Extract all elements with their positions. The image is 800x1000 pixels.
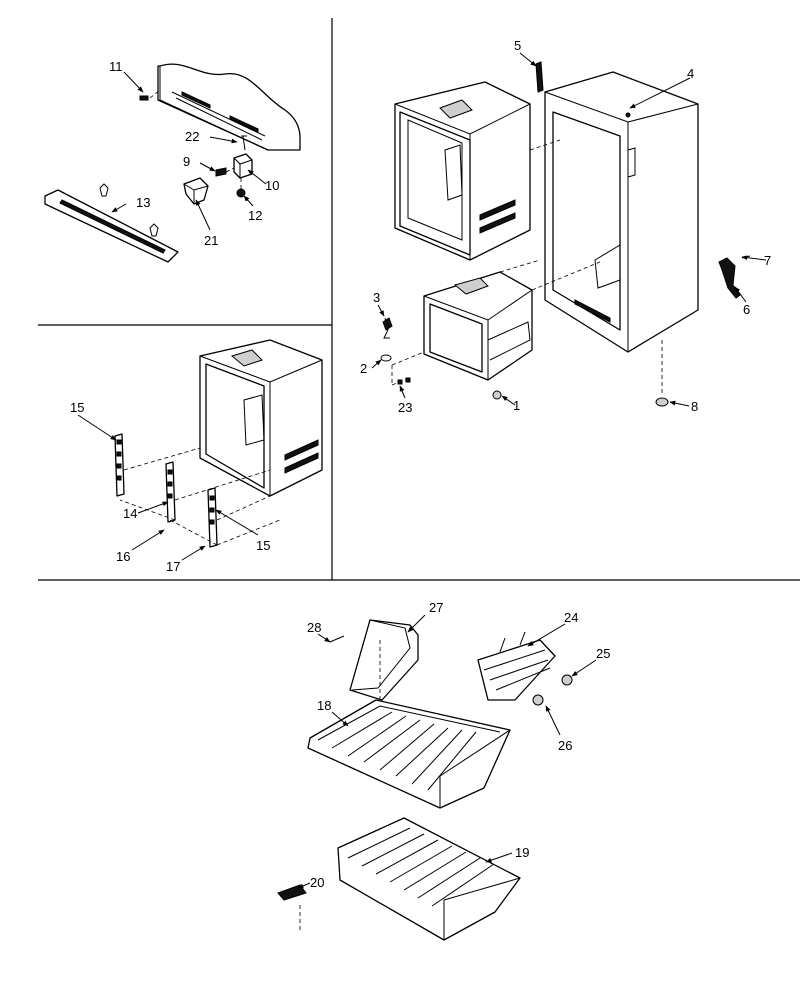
callout-23: 23 <box>398 400 412 415</box>
callout-15-upper: 15 <box>70 400 84 415</box>
callout-18: 18 <box>317 698 331 713</box>
callout-25: 25 <box>596 646 610 661</box>
callout-1: 1 <box>513 398 520 413</box>
top-right-assembly <box>380 61 751 407</box>
callout-8: 8 <box>691 399 698 414</box>
callout-14: 14 <box>123 506 137 521</box>
callout-16: 16 <box>116 549 130 564</box>
callout-20: 20 <box>310 875 324 890</box>
bracket-21 <box>183 177 209 205</box>
callout-12: 12 <box>248 208 262 223</box>
basket-18 <box>307 699 511 809</box>
top-left-assembly <box>44 63 301 263</box>
callout-6: 6 <box>743 302 750 317</box>
section-dividers <box>38 18 800 581</box>
callout-22: 22 <box>185 129 199 144</box>
callout-11: 11 <box>109 59 123 74</box>
liner-top-fragment <box>157 63 301 151</box>
bin-27 <box>349 619 419 701</box>
callout-5: 5 <box>514 38 521 53</box>
callout-4: 4 <box>687 66 694 81</box>
callout-17: 17 <box>166 559 180 574</box>
callout-21: 21 <box>204 233 218 248</box>
callout-2: 2 <box>360 361 367 376</box>
callout-19: 19 <box>515 845 529 860</box>
bottom-assembly <box>277 619 573 941</box>
callout-15-lower: 15 <box>256 538 270 553</box>
callout-26: 26 <box>558 738 572 753</box>
handle-20 <box>277 884 307 901</box>
callout-labels: 11 22 9 10 12 13 21 5 4 7 6 8 3 2 23 1 1… <box>70 38 771 890</box>
leader-lines <box>77 52 767 889</box>
callout-13: 13 <box>136 195 150 210</box>
basket-19 <box>337 817 521 941</box>
callout-10: 10 <box>265 178 279 193</box>
middle-left-assembly <box>114 339 323 548</box>
bracket-10 <box>233 153 253 179</box>
shelf-24 <box>477 639 556 701</box>
callout-3: 3 <box>373 290 380 305</box>
callout-24: 24 <box>564 610 578 625</box>
callout-7: 7 <box>764 253 771 268</box>
callout-27: 27 <box>429 600 443 615</box>
callout-9: 9 <box>183 154 190 169</box>
callout-28: 28 <box>307 620 321 635</box>
